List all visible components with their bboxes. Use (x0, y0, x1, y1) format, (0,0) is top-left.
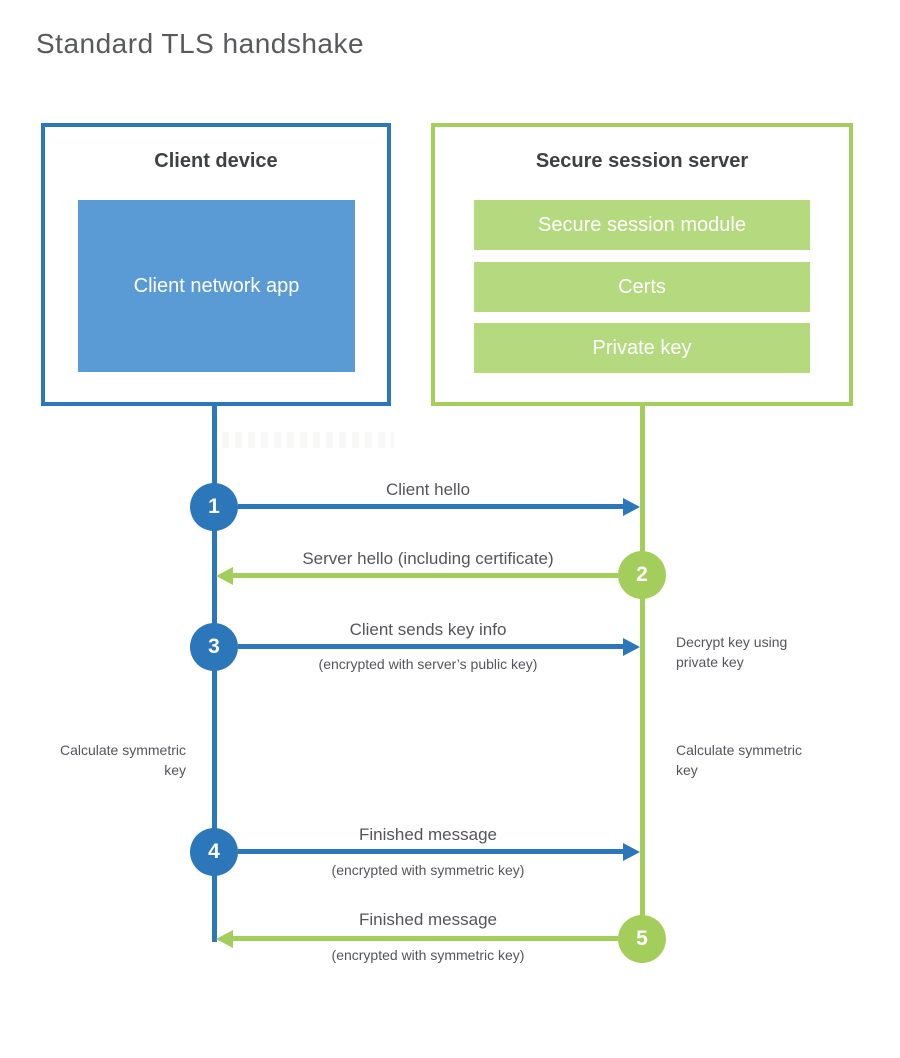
step3-sublabel: (encrypted with server’s public key) (318, 656, 538, 672)
step1-arrowhead-icon (623, 498, 640, 516)
step2-arrowhead-icon (216, 567, 233, 585)
step1-arrow-line (238, 504, 623, 509)
step3-badge: 3 (190, 623, 238, 671)
step4-badge: 4 (190, 828, 238, 876)
step4-sublabel: (encrypted with symmetric key) (331, 862, 525, 878)
step2-badge: 2 (618, 551, 666, 599)
server-box-title: Secure session server (535, 150, 749, 172)
step4-arrow-line (238, 849, 623, 854)
server-module-certs: Certs (474, 262, 810, 312)
step5-arrow-line (233, 936, 618, 941)
server-module-secure-session: Secure session module (474, 200, 810, 250)
step3-arrowhead-icon (623, 638, 640, 656)
client-calc-symmetric-note: Calculate symmetric key (59, 742, 186, 779)
step2-label: Server hello (including certificate) (302, 549, 554, 568)
step2-arrow-line (233, 573, 618, 578)
server-calc-symmetric-note: Calculate symmetric key (676, 742, 803, 779)
server-module-private-key: Private key (474, 323, 810, 373)
decrypt-key-note: Decrypt key using private key (676, 634, 788, 671)
step3-arrow-line (238, 644, 623, 649)
step5-arrowhead-icon (216, 930, 233, 948)
step5-badge: 5 (618, 915, 666, 963)
step5-sublabel: (encrypted with symmetric key) (331, 947, 525, 963)
step1-label: Client hello (385, 480, 471, 499)
client-network-app-node: Client network app (78, 200, 355, 372)
watermark-ghost (222, 432, 394, 448)
step5-label: Finished message (359, 910, 497, 929)
client-device-title: Client device (154, 150, 278, 172)
step4-label: Finished message (359, 825, 497, 844)
step3-label: Client sends key info (349, 620, 507, 639)
client-lifeline (212, 405, 217, 942)
step4-arrowhead-icon (623, 843, 640, 861)
server-lifeline (640, 405, 645, 963)
page-title: Standard TLS handshake (36, 28, 365, 59)
step1-badge: 1 (190, 483, 238, 531)
